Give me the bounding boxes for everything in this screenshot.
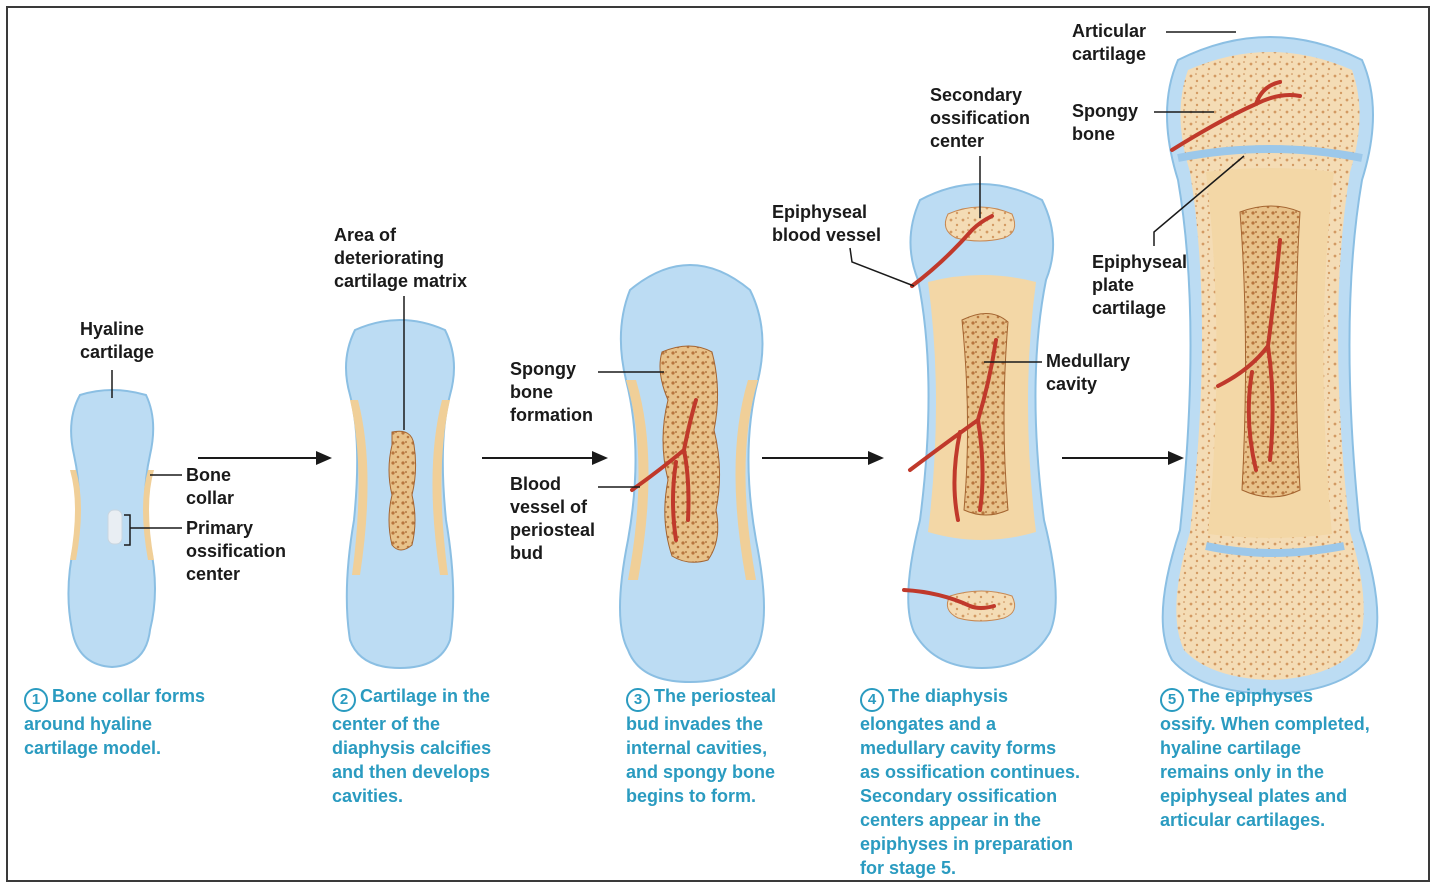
label-spongy-bone-formation: Spongy bone formation: [510, 359, 593, 425]
step-5-number: 5: [1160, 688, 1184, 712]
spongy-bone-stage3: [659, 345, 721, 563]
label-area-deteriorating: Area of deteriorating cartilage matrix: [334, 225, 468, 291]
stage-4-bone: [902, 183, 1057, 670]
label-epiphyseal-plate-cartilage: Epiphyseal plate cartilage: [1092, 252, 1188, 318]
stage-2-bone: [345, 319, 455, 670]
step-3-number: 3: [626, 688, 650, 712]
bone-collar-left: [70, 470, 81, 560]
primary-ossification-spot: [107, 509, 123, 545]
epiphyseal-plate-upper: [1177, 145, 1363, 162]
step-3-text: The periosteal bud invades the internal …: [626, 686, 777, 806]
stage-1-bone: [67, 389, 156, 669]
arrow-2: [482, 451, 608, 465]
epiphyseal-vessel-stage5: [1170, 80, 1302, 152]
label-blood-vessel-periosteal-bud: Blood vessel of periosteal bud: [510, 474, 596, 563]
label-articular-cartilage: Articular cartilage: [1072, 21, 1147, 64]
label-spongy-bone: Spongy bone: [1072, 101, 1138, 144]
periosteal-bud-vessel: [630, 398, 698, 542]
epiphyseal-vessel-upper: [910, 214, 994, 288]
stage-5-bone: [1161, 36, 1379, 696]
step-5-text: The epiphyses ossify. When completed, hy…: [1160, 686, 1370, 830]
medullary-cavity-stage4: [961, 313, 1009, 516]
arrow-4: [1062, 451, 1184, 465]
leader-primary-center: [124, 514, 182, 546]
step-4-number: 4: [860, 688, 884, 712]
epiphyseal-vessel-lower: [902, 588, 996, 610]
nutrient-vessel-stage4: [908, 338, 998, 522]
step-2-number: 2: [332, 688, 356, 712]
step-2-text: Cartilage in the center of the diaphysis…: [332, 686, 492, 806]
step-1-text: Bone collar forms around hyaline cartila…: [24, 686, 206, 758]
label-secondary-ossification-center: Secondary ossification center: [930, 85, 1031, 151]
leader-epiphyseal-plate: [1153, 155, 1245, 246]
label-epiphyseal-blood-vessel: Epiphyseal blood vessel: [772, 202, 882, 245]
step-4-text: The diaphysis elongates and a medullary …: [860, 686, 1081, 878]
stage-3-bone: [619, 264, 765, 684]
leader-epiphyseal-vessel: [849, 247, 915, 287]
calcified-cartilage-core: [388, 430, 417, 551]
arrow-3: [762, 451, 884, 465]
label-medullary-cavity: Medullary cavity: [1046, 351, 1131, 394]
label-hyaline-cartilage: Hyaline cartilage: [80, 319, 155, 362]
bone-collar-right: [143, 470, 154, 560]
label-bone-collar: Bone collar: [186, 465, 235, 508]
epiphyseal-plate-lower: [1205, 542, 1345, 557]
arrow-1: [198, 451, 332, 465]
label-primary-ossification-center: Primary ossification center: [186, 518, 287, 584]
step-1-number: 1: [24, 688, 48, 712]
nutrient-vessel-stage5: [1216, 238, 1282, 472]
